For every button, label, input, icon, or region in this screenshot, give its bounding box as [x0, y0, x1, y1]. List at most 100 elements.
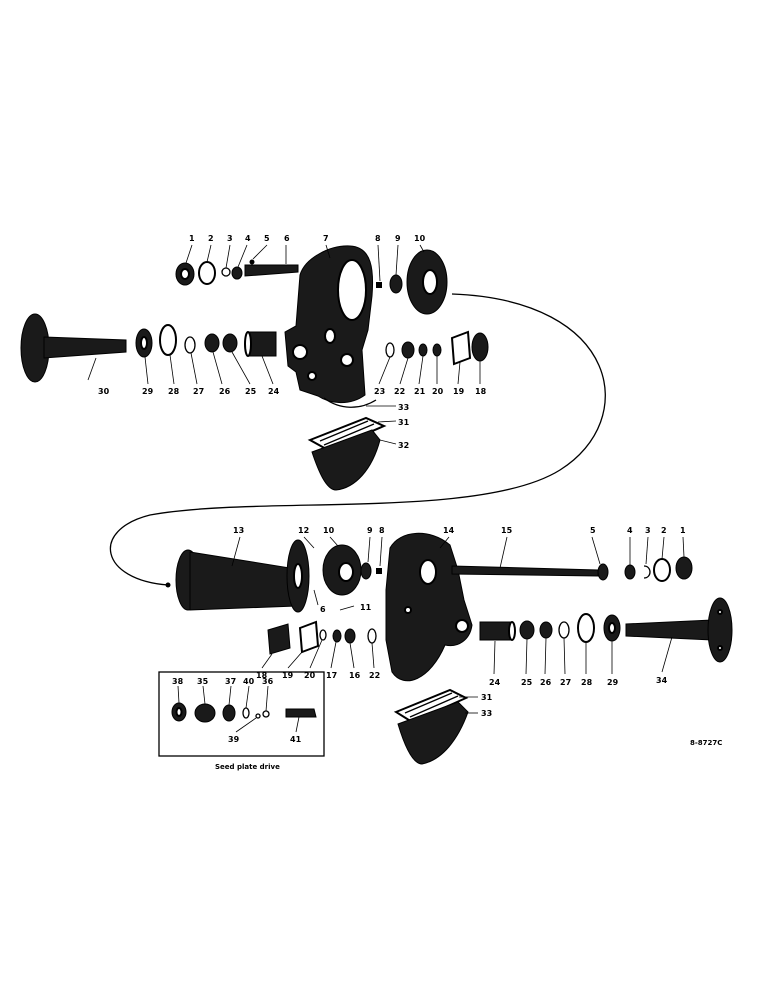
callout-lower-18: 18 [256, 671, 268, 680]
callout-upper-24: 24 [268, 387, 280, 396]
part-8-key [376, 282, 382, 288]
callout-lower-20: 20 [304, 671, 316, 680]
part-9-bearing [389, 274, 403, 294]
inset-caption: Seed plate drive [215, 763, 280, 771]
callout-lower-19: 19 [282, 671, 294, 680]
callout-lower-33: 33 [481, 709, 492, 718]
callout-inset-41: 41 [290, 735, 302, 744]
callout-upper-27: 27 [193, 387, 204, 396]
upper-assembly [20, 245, 489, 491]
part-24-sleeve [479, 621, 513, 641]
callout-lower-34: 34 [656, 676, 668, 685]
callout-lower-1: 1 [680, 526, 686, 535]
callout-upper-32: 32 [398, 441, 409, 450]
part-8-key [376, 568, 382, 574]
leader-lines [87, 244, 685, 733]
callout-upper-25: 25 [245, 387, 257, 396]
callout-lower-12: 12 [298, 526, 309, 535]
callout-upper-31: 31 [398, 418, 410, 427]
part-18-cover [471, 332, 489, 362]
part-22-bearing [401, 341, 415, 359]
part-6-shaft [244, 264, 299, 277]
part-23-ring [385, 342, 395, 358]
part-3-ring [221, 267, 231, 277]
connector-end-dot [165, 582, 171, 588]
callout-inset-40: 40 [243, 677, 255, 686]
part-25-bearing [222, 333, 238, 353]
callout-numbers: 1 2 3 4 5 6 7 8 9 10 30 29 28 27 26 25 2… [98, 234, 686, 744]
callout-upper-10: 10 [414, 234, 426, 243]
callout-lower-17: 17 [326, 671, 337, 680]
callout-upper-7: 7 [323, 234, 329, 243]
callout-inset-38: 38 [172, 677, 184, 686]
callout-upper-22: 22 [394, 387, 405, 396]
part-19-gasket [298, 620, 320, 654]
callout-upper-5: 5 [264, 234, 270, 243]
callout-lower-15: 15 [501, 526, 513, 535]
part-32-cover [311, 429, 381, 491]
seed-plate-drive-inset [158, 671, 325, 757]
part-14-housing [385, 532, 473, 682]
callout-upper-8: 8 [375, 234, 381, 243]
callout-upper-1: 1 [189, 234, 195, 243]
callout-upper-28: 28 [168, 387, 180, 396]
part-3-clip [643, 565, 651, 579]
inset-frame [158, 671, 325, 757]
part-27-ring [558, 621, 570, 639]
callout-lower-4: 4 [627, 526, 633, 535]
callout-upper-4: 4 [245, 234, 251, 243]
part-4-bearing [624, 564, 636, 580]
part-24-sleeve [247, 331, 277, 357]
part-31-gasket [393, 688, 469, 724]
callout-lower-8: 8 [379, 526, 385, 535]
lower-assembly [175, 532, 733, 765]
callout-lower-5: 5 [590, 526, 596, 535]
inset-part-35 [194, 703, 216, 723]
callout-lower-27: 27 [560, 678, 571, 687]
callout-upper-20: 20 [432, 387, 444, 396]
part-2-gasket [198, 261, 216, 285]
part-26-bearing [539, 621, 553, 639]
part-28-gasket [159, 324, 177, 356]
inset-part-40 [242, 707, 250, 719]
callout-lower-29: 29 [607, 678, 619, 687]
inset-part-36 [262, 710, 270, 718]
callout-lower-6: 6 [320, 605, 326, 614]
callout-lower-11: 11 [360, 603, 372, 612]
part-34-axle [625, 619, 713, 641]
part-16-bearing [344, 628, 356, 644]
callout-lower-16: 16 [349, 671, 361, 680]
inset-part-39 [255, 713, 261, 719]
part-18-cover [267, 623, 291, 655]
callout-lower-10: 10 [323, 526, 335, 535]
connector-curve [109, 293, 606, 586]
callout-upper-21: 21 [414, 387, 426, 396]
callout-lower-9: 9 [367, 526, 373, 535]
part-33-gear-rim [323, 397, 377, 408]
callout-upper-23: 23 [374, 387, 385, 396]
inset-part-37 [222, 704, 236, 722]
callout-upper-2: 2 [208, 234, 214, 243]
callout-upper-19: 19 [453, 387, 465, 396]
callout-upper-33: 33 [398, 403, 409, 412]
part-28-gasket [577, 613, 595, 643]
callout-upper-30: 30 [98, 387, 110, 396]
part-33-cover [397, 701, 469, 765]
inset-part-41 [285, 708, 317, 718]
callout-lower-2: 2 [661, 526, 667, 535]
callout-lower-22: 22 [369, 671, 380, 680]
callout-upper-3: 3 [227, 234, 233, 243]
part-27-ring [184, 336, 196, 354]
part-17-bearing [332, 629, 342, 643]
part-21-washer [418, 343, 428, 357]
callout-inset-39: 39 [228, 735, 240, 744]
callout-lower-13: 13 [233, 526, 244, 535]
callout-lower-28: 28 [581, 678, 593, 687]
callout-upper-26: 26 [219, 387, 231, 396]
reference-code: 8-8727C [690, 739, 722, 747]
part-20-washer [432, 343, 442, 357]
callout-lower-3: 3 [645, 526, 651, 535]
part-34-axle-flange [707, 597, 733, 663]
part-5-collar [597, 563, 609, 581]
